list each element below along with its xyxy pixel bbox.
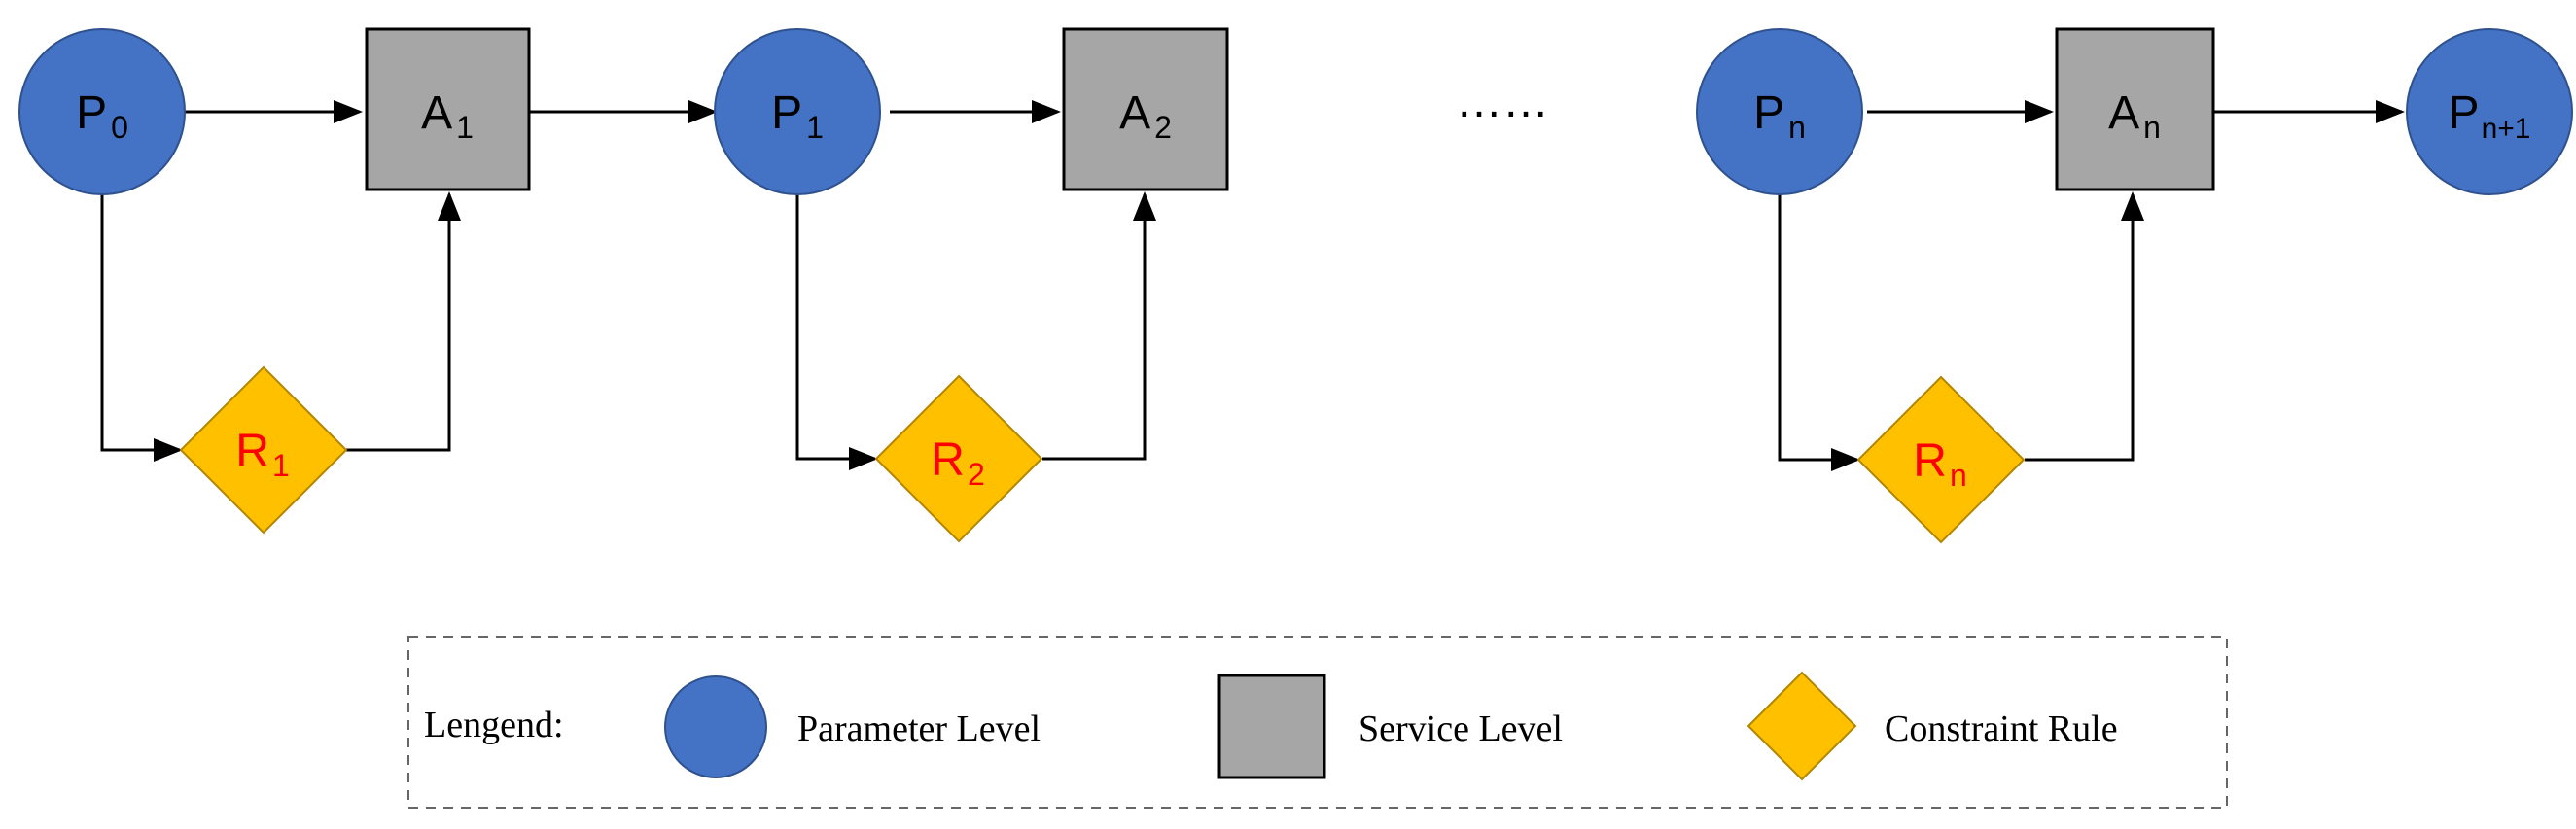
svg-text:A2: A2 bbox=[1119, 87, 1172, 145]
svg-text:Pn+1: Pn+1 bbox=[2449, 87, 2531, 145]
svg-text:An: An bbox=[2108, 87, 2161, 145]
legend-box bbox=[407, 636, 2228, 809]
legend-rule-label: Constraint Rule bbox=[1885, 708, 2118, 749]
svg-text:P1: P1 bbox=[771, 87, 824, 145]
legend-rule-swatch bbox=[1747, 671, 1857, 781]
legend-service-label: Service Level bbox=[1359, 708, 1563, 749]
rule-node: Rn bbox=[1856, 375, 2026, 544]
svg-text:P0: P0 bbox=[76, 87, 128, 145]
edge-p0-r1 bbox=[100, 190, 183, 462]
legend-parameter-label: Parameter Level bbox=[797, 708, 1041, 749]
edge-rn-an bbox=[2025, 191, 2144, 462]
edges bbox=[100, 100, 2405, 471]
legend-parameter-swatch bbox=[664, 675, 767, 778]
parameter-node: Pn+1 bbox=[2406, 28, 2573, 195]
edge-p1-r2 bbox=[795, 190, 878, 470]
rule-node: R1 bbox=[179, 365, 348, 535]
edge-r1-a1 bbox=[346, 191, 461, 452]
svg-text:R1: R1 bbox=[235, 426, 289, 483]
svg-text:Pn: Pn bbox=[1753, 87, 1806, 145]
edge-pn-rn bbox=[1778, 190, 1860, 471]
legend-title: Lengend: bbox=[424, 705, 564, 745]
svg-text:A1: A1 bbox=[421, 87, 474, 145]
svg-text:R2: R2 bbox=[931, 434, 984, 492]
rule-nodes: R1 R2 Rn bbox=[179, 365, 2026, 544]
legend: Lengend: Parameter Level Service Level C… bbox=[407, 636, 2228, 809]
rule-node: R2 bbox=[874, 374, 1043, 543]
ellipsis: …… bbox=[1456, 76, 1549, 127]
legend-service-swatch bbox=[1217, 674, 1326, 779]
edge-r2-a2 bbox=[1042, 191, 1156, 461]
svg-text:Rn: Rn bbox=[1913, 435, 1966, 493]
